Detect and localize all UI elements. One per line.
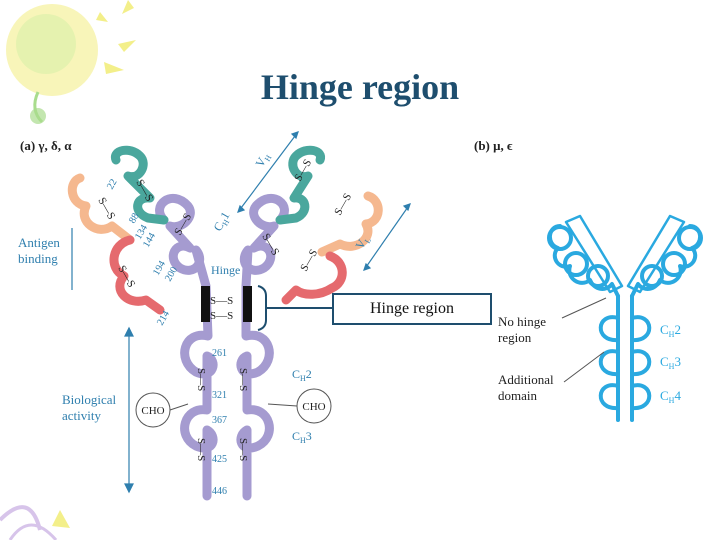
panel-b-loop-right-3 [640, 264, 664, 288]
biological-activity-arrowhead-bottom [124, 483, 134, 494]
disulfide-bond-cl-right: S—S [298, 247, 320, 273]
additional-domain-pointer [563, 351, 605, 383]
cho-right-label: CHO [302, 401, 325, 413]
light-constant-left [109, 235, 165, 315]
vh-arrow [237, 131, 299, 213]
panel-b-loop-right-2 [661, 251, 687, 277]
disulfide-bond-vl-right: S—S [332, 191, 354, 217]
panel-b-loop-left-2 [563, 251, 589, 277]
label-ch1: CH1 [210, 209, 234, 234]
heavy-chain-left [155, 194, 218, 501]
residue-261: 261 [212, 348, 227, 359]
label-vl: VL [352, 233, 373, 253]
residue-88: 88 [127, 211, 142, 225]
disulfide-bond-upper: S—S [210, 295, 233, 307]
decorative-balloon [6, 4, 98, 124]
hinge-bracket [257, 285, 267, 331]
panel-b-label-ch4: CH4 [660, 388, 681, 405]
panel-b-loop-left-3 [586, 264, 610, 288]
decorative-sparkle [96, 0, 136, 74]
biological-activity-label-line1: Biological [62, 392, 117, 407]
decorative-corner [0, 505, 70, 541]
panel-b-ch2-right [630, 315, 652, 343]
no-hinge-pointer [561, 297, 607, 319]
biological-activity-arrowhead-top [124, 326, 134, 337]
residue-321: 321 [212, 390, 227, 401]
disulfide-bond-vl-left: S—S [95, 196, 117, 222]
no-hinge-label-line2: region [498, 330, 532, 345]
light-variable-right [317, 191, 383, 257]
vl-arrowhead-top [402, 203, 411, 212]
panel-b-ch3-left [598, 349, 620, 377]
cho-left: CHO [135, 392, 189, 428]
disulfide-bond-lower: S—S [210, 310, 233, 322]
label-hinge: Hinge [211, 263, 240, 277]
hinge-segment-left [201, 286, 210, 322]
light-constant-right [281, 251, 347, 305]
panel-b-ch4-right [630, 383, 652, 411]
light-variable-left [67, 173, 135, 245]
panel-b-ch3-right [630, 349, 652, 377]
panel-b-light-left [564, 214, 624, 294]
antigen-binding-label-line1: Antigen [18, 235, 60, 250]
heavy-chain-right [236, 194, 289, 501]
residue-425: 425 [212, 454, 227, 465]
antigen-binding-label-line2: binding [18, 251, 58, 266]
hinge-segment-right [243, 286, 252, 322]
panel-b-label: (b) μ, ϵ [474, 138, 513, 153]
vl-arrowhead-bottom [363, 262, 372, 271]
slide-title: Hinge region [260, 67, 460, 107]
label-ch2: CH2 [292, 367, 312, 383]
residue-446: 446 [212, 486, 227, 497]
cho-right: CHO [267, 388, 332, 424]
vh-arrowhead-bottom [237, 204, 246, 213]
panel-b-label-ch2: CH2 [660, 322, 681, 339]
label-ch3: CH3 [292, 429, 312, 445]
additional-domain-label-line1: Additional [498, 372, 554, 387]
residue-22: 22 [105, 177, 120, 191]
label-vh: VH [252, 150, 273, 171]
no-hinge-label-line1: No hinge [498, 314, 546, 329]
cho-left-label: CHO [141, 405, 164, 417]
biological-activity-label-line2: activity [62, 408, 101, 423]
disulfide-bond-ch2-right: S—S [237, 368, 249, 391]
panel-a-label: (a) γ, δ, α [20, 138, 72, 153]
residue-367: 367 [212, 415, 227, 426]
variable-heavy-right [275, 145, 325, 225]
variable-heavy-left [111, 145, 169, 225]
vl-arrow [363, 203, 411, 271]
panel-b-ch2-left [598, 315, 620, 343]
panel-b-label-ch3: CH3 [660, 354, 681, 371]
disulfide-bond-ch3-left: S—S [195, 438, 207, 461]
additional-domain-label-line2: domain [498, 388, 537, 403]
panel-b-loop-right-1 [677, 225, 703, 251]
panel-b-ch4-left [598, 383, 620, 411]
disulfide-bond-ch2-left: S—S [195, 368, 207, 391]
panel-b-light-right [626, 214, 686, 294]
panel-b-loop-left-1 [547, 225, 573, 251]
vh-arrowhead-top [290, 131, 299, 140]
disulfide-bond-ch3-right: S—S [237, 438, 249, 461]
hinge-region-callout: Hinge region [332, 293, 492, 325]
